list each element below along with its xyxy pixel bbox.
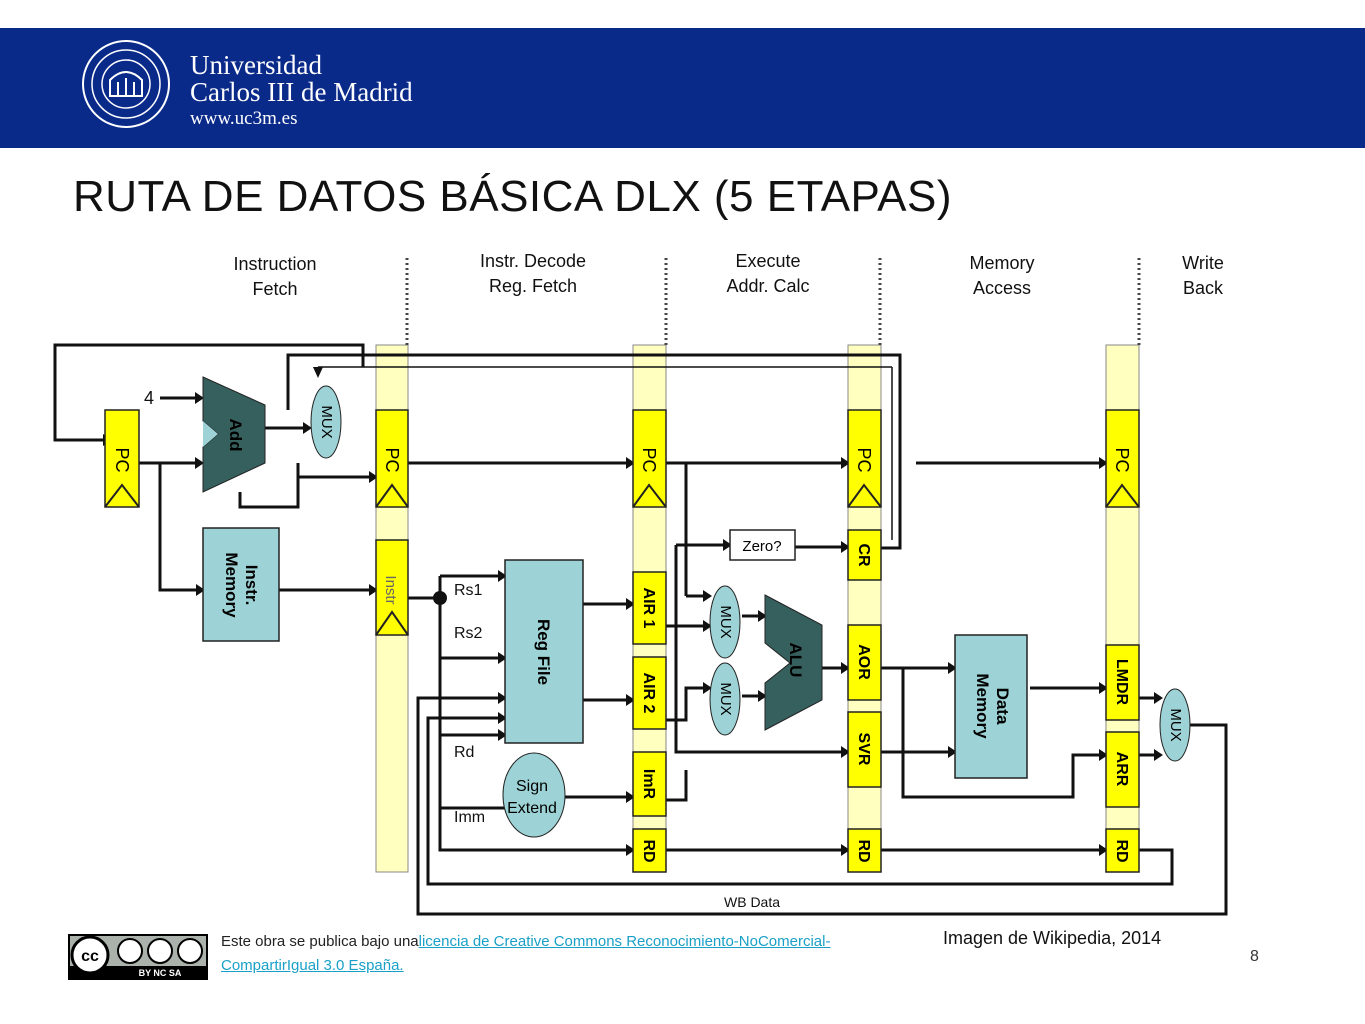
cr-register: CR [847, 529, 882, 581]
alu: ALU [764, 594, 823, 731]
image-credit: Imagen de Wikipedia, 2014 [943, 928, 1162, 948]
stage-label: Execute [735, 251, 800, 271]
university-name-line2: Carlos III de Madrid [190, 77, 413, 107]
pc-register-ex: PC [632, 409, 667, 508]
svg-text:CR: CR [855, 543, 872, 567]
svg-text:PC: PC [382, 447, 402, 472]
creative-commons-badge[interactable]: cc BY NC SA [68, 934, 208, 980]
stage-label: Instr. Decode [480, 251, 586, 271]
svg-text:AIR 2: AIR 2 [640, 673, 657, 714]
lmdr-register: LMDR [1105, 644, 1140, 721]
alu-mux-a: MUX [709, 585, 741, 659]
svg-text:RD: RD [855, 839, 872, 862]
stage-label: Addr. Calc [726, 276, 809, 296]
pc-register-mem: PC [847, 409, 882, 508]
pc-register-wb: PC [1105, 409, 1140, 508]
svg-text:ARR: ARR [1113, 752, 1130, 787]
stage-label: Memory [969, 253, 1034, 273]
rs1-label: Rs1 [454, 582, 483, 599]
pc-register-id: PC [375, 409, 409, 508]
stage-label: Reg. Fetch [489, 276, 577, 296]
rd-register-mem: RD [847, 828, 882, 873]
page-number: 8 [1250, 948, 1259, 965]
svg-text:AIR 1: AIR 1 [640, 588, 657, 629]
license-prefix: Este obra se publica bajo una [221, 933, 419, 950]
license-text: Este obra se publica bajo unalicencia de… [221, 930, 921, 978]
license-link[interactable]: licencia de Creative Commons Reconocimie… [221, 933, 831, 974]
stage-label: Fetch [252, 279, 297, 299]
svg-text:Zero?: Zero? [742, 538, 781, 555]
university-name-line1: Universidad [190, 50, 322, 80]
stage-label: Write [1182, 253, 1224, 273]
svg-text:PC: PC [1112, 447, 1132, 472]
slide-title: RUTA DE DATOS BÁSICA DLX (5 ETAPAS) [73, 172, 952, 221]
instr-register: Instr [375, 539, 409, 636]
svg-text:MUX: MUX [318, 405, 335, 438]
svr-register: SVR [847, 711, 882, 788]
zero-detect: Zero? [729, 529, 796, 561]
sign-extend: Sign Extend [502, 752, 566, 838]
aor-register: AOR [847, 624, 882, 701]
svg-text:cc: cc [81, 948, 99, 965]
stage-label: Back [1183, 278, 1224, 298]
svg-text:Data: Data [993, 688, 1012, 725]
svg-text:MUX: MUX [1167, 708, 1184, 741]
svg-text:Memory: Memory [222, 552, 241, 618]
pc-mux: MUX [310, 385, 342, 459]
svg-text:ALU: ALU [786, 643, 805, 678]
stage-label: Access [973, 278, 1031, 298]
svg-text:LMDR: LMDR [1113, 659, 1130, 706]
arr-register: ARR [1105, 731, 1140, 808]
air1-register: AIR 1 [632, 571, 667, 645]
rs2-label: Rs2 [454, 625, 483, 642]
register-file: Reg File [504, 559, 584, 744]
university-seal-icon [82, 40, 170, 128]
svg-text:Reg File: Reg File [534, 619, 553, 685]
svg-text:AOR: AOR [855, 644, 872, 680]
svg-text:Memory: Memory [973, 673, 992, 739]
svg-text:MUX: MUX [717, 682, 734, 715]
svg-text:SVR: SVR [855, 733, 872, 766]
svg-text:Instr.: Instr. [242, 565, 261, 606]
svg-text:Extend: Extend [507, 800, 557, 817]
svg-text:ImR: ImR [640, 769, 657, 800]
university-header: Universidad Carlos III de Madrid www.uc3… [0, 28, 1365, 148]
rd-register-wb: RD [1105, 828, 1140, 873]
svg-text:Instr: Instr [382, 575, 399, 604]
svg-text:PC: PC [112, 447, 132, 472]
pc-register-if: PC [104, 409, 140, 508]
wb-data-label: WB Data [724, 894, 780, 910]
svg-text:PC: PC [854, 447, 874, 472]
pc-adder: Add [202, 376, 266, 493]
rd-register-ex: RD [632, 828, 667, 873]
svg-text:RD: RD [1113, 839, 1130, 862]
dlx-datapath-diagram: Instruction Fetch Instr. Decode Reg. Fet… [53, 251, 1228, 916]
imm-label: Imm [454, 809, 485, 826]
svg-text:MUX: MUX [717, 605, 734, 638]
data-memory: Data Memory [954, 634, 1028, 779]
svg-text:Add: Add [226, 418, 245, 451]
constant-four-label: 4 [144, 388, 154, 408]
svg-text:Sign: Sign [516, 778, 548, 795]
stage-label: Instruction [233, 254, 316, 274]
svg-text:BY NC SA: BY NC SA [139, 968, 182, 978]
svg-text:PC: PC [639, 447, 659, 472]
writeback-mux: MUX [1159, 688, 1191, 762]
imr-register: ImR [632, 751, 667, 817]
instruction-memory: Instr. Memory [202, 527, 280, 642]
university-website: www.uc3m.es [190, 108, 298, 129]
alu-mux-b: MUX [709, 662, 741, 736]
air2-register: AIR 2 [632, 656, 667, 730]
svg-text:RD: RD [640, 839, 657, 862]
rd-label: Rd [454, 744, 474, 761]
